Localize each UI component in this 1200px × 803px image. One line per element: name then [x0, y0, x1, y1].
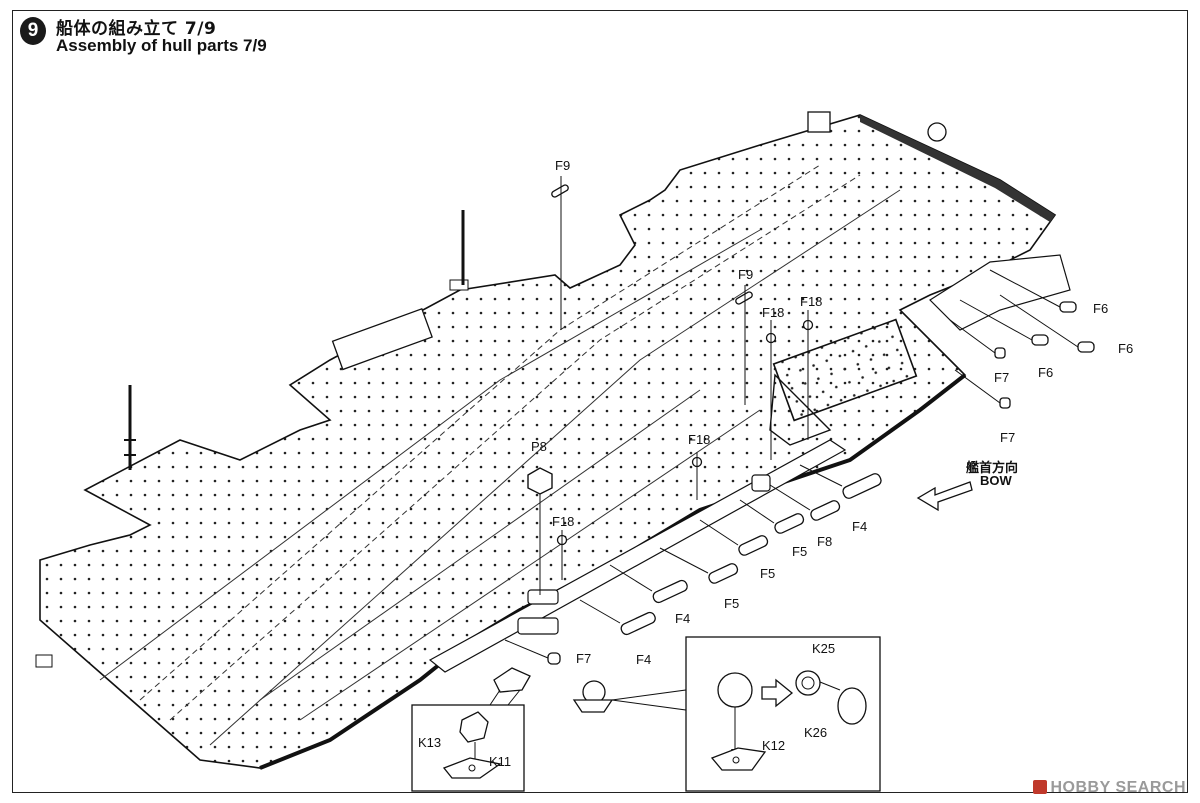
- label-f18-b: F18: [800, 294, 822, 309]
- bow-label-english: BOW: [980, 473, 1012, 488]
- label-k26: K26: [804, 725, 827, 740]
- chain-f4-mid: [652, 579, 688, 604]
- label-f7-a: F7: [994, 370, 1009, 385]
- label-f5-c: F5: [724, 596, 739, 611]
- label-f5-b: F5: [760, 566, 775, 581]
- bow-label-japanese: 艦首方向: [966, 461, 1019, 476]
- label-f6-a: F6: [1093, 301, 1108, 316]
- label-f8: F8: [817, 534, 832, 549]
- step-number-badge: 9: [20, 17, 46, 45]
- title-english: Assembly of hull parts 7/9: [56, 36, 267, 55]
- part-f9-b: [735, 285, 753, 405]
- edge-walkway: [428, 254, 1071, 673]
- chain-f5-a: [774, 513, 805, 534]
- part-f9-a: [551, 176, 569, 330]
- label-f7-b: F7: [1000, 430, 1015, 445]
- label-k12: K12: [762, 738, 785, 753]
- part-f18-group: [556, 310, 814, 580]
- chain-f5-c: [708, 563, 739, 584]
- label-f5-a: F5: [792, 544, 807, 559]
- chain-f8: [810, 500, 841, 521]
- label-f7-c: F7: [576, 651, 591, 666]
- chain-f4-top: [842, 473, 882, 499]
- label-k13: K13: [418, 735, 441, 750]
- watermark: HOBBY SEARCH: [1032, 779, 1187, 797]
- flight-deck: [35, 111, 1057, 770]
- part-k-bollards: [493, 667, 614, 713]
- watermark-text: HOBBY SEARCH: [1050, 779, 1186, 796]
- part-p8: [527, 467, 553, 595]
- bow-direction-arrow: [916, 481, 973, 512]
- title-japanese: 船体の組み立て 7/9: [56, 19, 217, 39]
- chain-f4-low: [620, 611, 656, 636]
- label-f18-a: F18: [762, 305, 784, 320]
- label-f18-d: F18: [552, 514, 574, 529]
- label-f6-b: F6: [1038, 365, 1053, 380]
- part-chains: [547, 301, 1095, 665]
- hobbysearch-logo-icon: [1032, 780, 1047, 794]
- diagram-frame: [12, 10, 1188, 793]
- detail-inset-left: [411, 689, 525, 792]
- label-f9-a: F9: [555, 158, 570, 173]
- label-f18-c: F18: [688, 432, 710, 447]
- detail-inset-right: [611, 636, 881, 792]
- label-f9-b: F9: [738, 267, 753, 282]
- label-f4-a: F4: [852, 519, 867, 534]
- label-k25: K25: [812, 641, 835, 656]
- leader-lines: [504, 269, 1079, 659]
- label-f6-c: F6: [1118, 341, 1133, 356]
- chain-f5-b: [738, 535, 769, 556]
- label-f4-b: F4: [675, 611, 690, 626]
- label-f4-c: F4: [636, 652, 651, 667]
- label-p8: P8: [531, 439, 547, 454]
- label-k11: K11: [489, 754, 511, 769]
